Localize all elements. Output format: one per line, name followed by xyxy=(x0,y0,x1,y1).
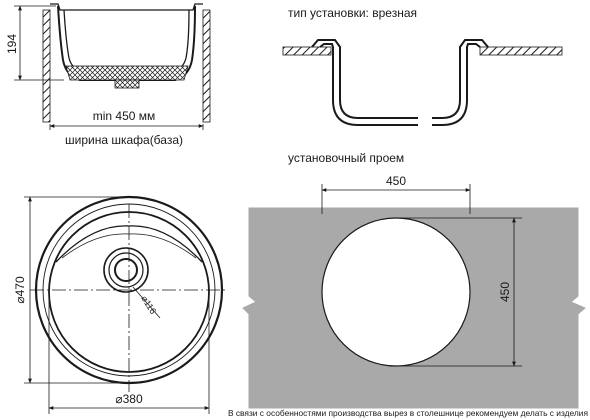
drain-outlet xyxy=(114,79,140,89)
sink-bottom xyxy=(65,65,189,81)
sink-rim xyxy=(50,3,203,11)
cutout-height-label: 450 xyxy=(498,282,512,302)
cutout-width-label: 450 xyxy=(386,174,406,188)
install-type-label: тип установки: врезная xyxy=(288,6,417,20)
depth-label: 194 xyxy=(5,34,19,54)
sink-profile-right xyxy=(432,39,489,119)
cabinet-width-label: ширина шкафа(база) xyxy=(65,133,183,147)
drain-ring xyxy=(108,252,144,288)
side-section-view: 194 min 450 мм ширина шкафа(база) xyxy=(5,3,211,147)
countertop-right xyxy=(479,46,563,56)
install-type-view: тип установки: врезная xyxy=(282,6,563,126)
cabinet-wall-right xyxy=(202,9,211,123)
drain-outer xyxy=(103,247,149,293)
min-cabinet-label: min 450 мм xyxy=(93,109,156,123)
sink-bowl-inner xyxy=(63,9,190,73)
cutout-title: установочный проем xyxy=(288,151,404,165)
countertop-left xyxy=(282,46,332,56)
cutout-view: установочный проем 450 450 xyxy=(242,151,586,409)
top-view: ⌀116 ⌀470 ⌀380 xyxy=(13,195,225,414)
footnote: В связи с особенностями производства выр… xyxy=(228,408,588,418)
outer-diameter-label: ⌀470 xyxy=(13,276,27,304)
bowl-diameter-label: ⌀380 xyxy=(115,392,143,406)
sink-profile-left xyxy=(311,39,418,119)
cabinet-wall-left xyxy=(42,9,51,123)
cutout-circle xyxy=(321,217,471,367)
drain-inner xyxy=(114,258,138,282)
